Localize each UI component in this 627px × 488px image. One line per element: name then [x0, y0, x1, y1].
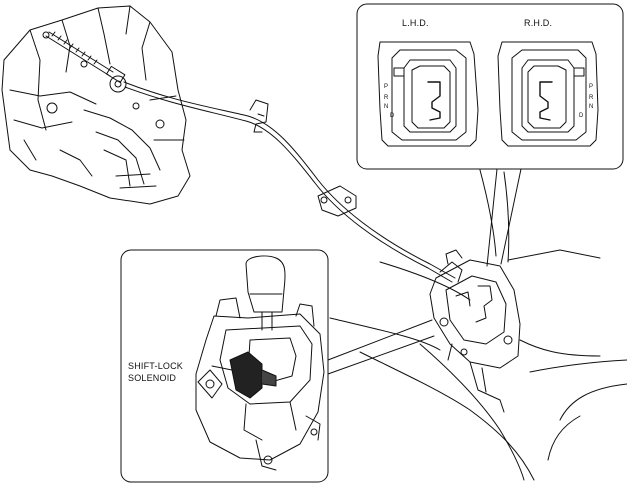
shift-lock-label-line2: SOLENOID [128, 373, 177, 383]
lhd-indicator-p: P [384, 84, 389, 90]
transaxle-illustration [1, 5, 191, 205]
callout-leader-line [327, 319, 433, 361]
callout-shift-lock [120, 249, 435, 483]
lhd-indicator-d: D [390, 113, 395, 119]
shift-lever-assembly [429, 249, 521, 413]
callout-indicator-panels [356, 3, 624, 267]
shift-cable [42, 31, 456, 283]
shift-lever-detail [195, 255, 325, 471]
rhd-label: R.H.D. [524, 18, 553, 28]
rhd-indicator-p: P [589, 84, 594, 90]
callout-leader-line [327, 335, 435, 375]
shift-lock-label-line1: SHIFT-LOCK [128, 361, 184, 371]
floor-console-illustration [329, 169, 627, 481]
rhd-indicator-n: N [589, 104, 594, 110]
lhd-indicator-n: N [384, 104, 389, 110]
callout-leader-line [500, 168, 522, 265]
rhd-shift-panel [497, 41, 599, 147]
rhd-indicator-d: D [579, 113, 584, 119]
lhd-indicator-r: R [384, 95, 389, 101]
rhd-indicator-r: R [589, 95, 594, 101]
callout-leader-line [486, 168, 498, 267]
lhd-label: L.H.D. [402, 18, 429, 28]
lhd-shift-panel [377, 41, 479, 147]
